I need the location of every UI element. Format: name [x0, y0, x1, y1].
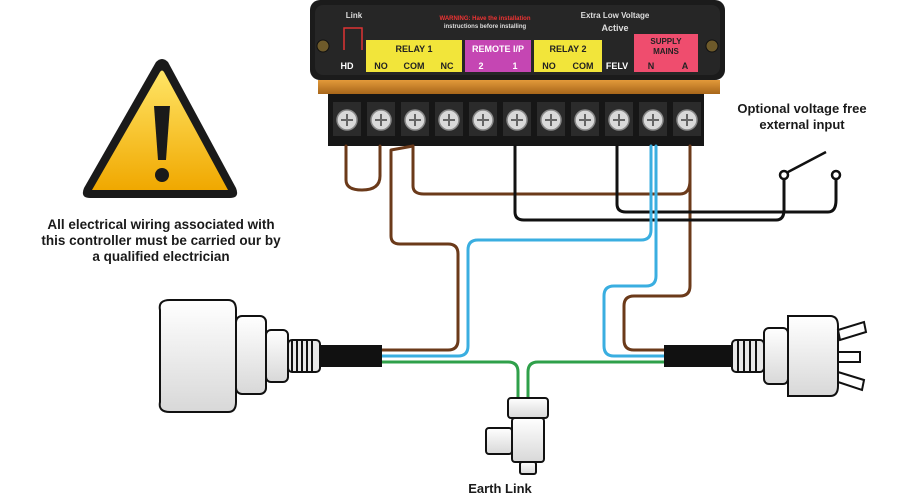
terminal-label-relay1-no: NO [374, 61, 388, 71]
supply-title-2: MAINS [653, 47, 679, 56]
power-socket-icon [158, 299, 321, 413]
screw-terminals [333, 102, 701, 136]
safety-warning-line3: a qualified electrician [92, 249, 230, 265]
optional-input-line1: Optional voltage free [737, 101, 867, 116]
wires [318, 144, 838, 402]
screw-terminal-icon [367, 102, 395, 136]
link-label: Link [346, 11, 363, 20]
relay2-title: RELAY 2 [549, 44, 586, 54]
terminal-label-relay2-no: NO [542, 61, 556, 71]
screw-terminal-icon [401, 102, 429, 136]
supply-title-1: SUPPLY [650, 37, 682, 46]
safety-warning-line2: this controller must be carried our by [41, 233, 281, 249]
warning-triangle-icon [82, 59, 238, 198]
screw-terminal-icon [537, 102, 565, 136]
switch-icon [778, 150, 842, 181]
earth-link-caption: Earth Link [468, 481, 532, 496]
power-plug-icon [731, 315, 868, 397]
elv-label: Extra Low Voltage [581, 11, 650, 20]
screw-terminal-icon [673, 102, 701, 136]
terminal-label-remote-2: 2 [478, 61, 483, 71]
optional-input-caption: Optional voltage free external input [718, 101, 886, 132]
socket-neutral-wire [378, 144, 653, 358]
screw-terminal-icon [469, 102, 497, 136]
terminal-label-relay1-nc: NC [441, 61, 454, 71]
remote-wire-1 [615, 144, 838, 214]
link-bracket [343, 27, 363, 50]
plug-earth-wire [526, 360, 668, 402]
optional-input-line2: external input [759, 116, 845, 132]
relay1-panel [366, 40, 462, 72]
terminal-label-relay2-com: COM [573, 61, 594, 71]
socket-cable [318, 345, 382, 367]
socket-earth-wire [378, 360, 520, 402]
socket-active-wire [378, 144, 460, 352]
terminal-label-felv: FELV [606, 61, 628, 71]
supply-panel [634, 34, 698, 72]
terminal-strip [318, 80, 720, 94]
active-label: Active [601, 23, 628, 33]
screw-terminal-icon [639, 102, 667, 136]
plug-active-wire [622, 144, 692, 352]
earth-link-connector-icon [485, 397, 549, 475]
relay1-title: RELAY 1 [395, 44, 432, 54]
screw-terminal-icon [503, 102, 531, 136]
screw-terminal-icon [571, 102, 599, 136]
mounting-screw-icon [705, 39, 719, 53]
safety-warning-caption: All electrical wiring associated with th… [0, 217, 322, 266]
plug-neutral-wire [602, 144, 668, 358]
relay2-panel [534, 40, 602, 72]
screw-terminal-icon [435, 102, 463, 136]
remote-title: REMOTE I/P [472, 44, 524, 54]
terminal-label-supply-a: A [682, 61, 689, 71]
screw-terminal-icon [333, 102, 361, 136]
terminal-label-supply-n: N [648, 61, 655, 71]
safety-warning-line1: All electrical wiring associated with [47, 217, 275, 232]
terminal-label-hd: HD [341, 61, 354, 71]
mounting-screw-icon [316, 39, 330, 53]
terminal-label-relay1-com: COM [404, 61, 425, 71]
warning-notice-line2: instructions before installing [444, 24, 527, 30]
warning-notice-line1: WARNING: Have the installation [439, 16, 530, 22]
screw-terminal-icon [605, 102, 633, 136]
link-wire [344, 144, 382, 192]
controller-unit: Link WARNING: Have the installation inst… [310, 0, 725, 146]
plug-cable [664, 345, 734, 367]
nc-wire [411, 144, 692, 196]
terminal-label-remote-1: 1 [512, 61, 517, 71]
remote-panel [465, 40, 531, 72]
